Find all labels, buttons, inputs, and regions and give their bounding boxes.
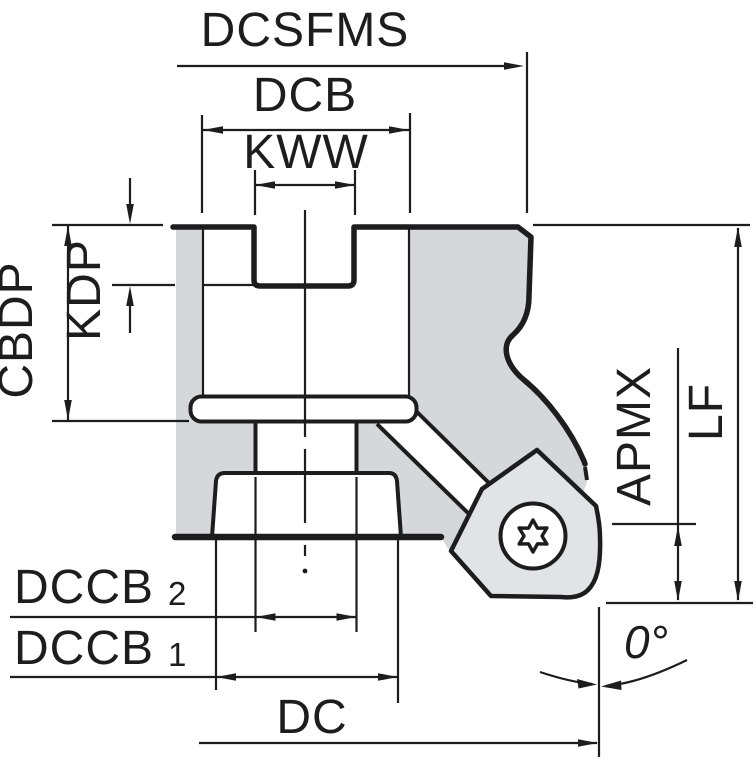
dimension-lines <box>10 62 742 747</box>
label-dccb1-subscript: 1 <box>168 636 186 673</box>
lower-hub <box>210 471 403 539</box>
label-dccb2: DCCB 2 <box>14 561 186 614</box>
label-dccb2-subscript: 2 <box>168 575 186 612</box>
label-dcsfms: DCSFMS <box>201 4 410 57</box>
label-dccb2-main: DCCB <box>14 561 154 614</box>
extension-lines <box>52 52 753 757</box>
torx-screw-socket-icon <box>517 518 549 554</box>
pocket-band-lower-edge <box>375 422 471 516</box>
body-edge-tick <box>583 466 589 481</box>
label-dc: DC <box>276 691 347 744</box>
retaining-flange <box>188 394 419 424</box>
insert-pocket-band <box>377 409 492 515</box>
label-dccb1-main: DCCB <box>14 622 154 675</box>
label-apmx: APMX <box>608 366 661 506</box>
label-kww: KWW <box>243 126 369 179</box>
label-kdp: KDP <box>58 239 111 341</box>
pocket-band-upper-edge <box>412 407 494 488</box>
label-cbdp: CBDP <box>0 261 43 398</box>
label-corner-angle: 0° <box>624 616 668 668</box>
centerline <box>302 210 308 574</box>
label-dcb: DCB <box>253 69 357 122</box>
label-lf: LF <box>680 383 733 441</box>
body-silhouette <box>170 224 588 467</box>
label-dccb1: DCCB 1 <box>14 622 186 675</box>
